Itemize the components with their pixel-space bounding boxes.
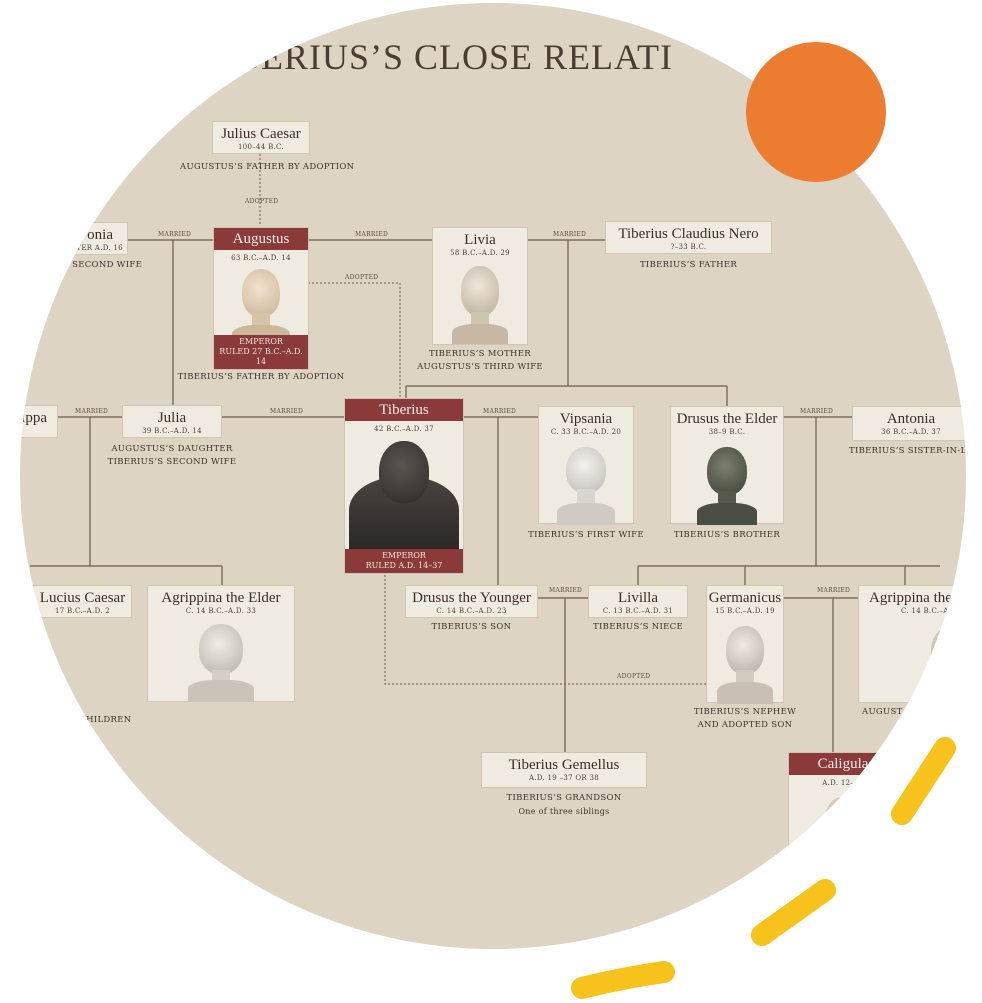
person-dates: ?–33 B.C. bbox=[670, 243, 707, 251]
person-livilla[interactable]: Livilla C. 13 B.C.–A.D. 31 bbox=[588, 585, 688, 618]
relation-label: ANDCHILDREN ibings bbox=[58, 715, 132, 738]
person-tiberius[interactable]: Tiberius 42 B.C.–A.D. 37 EMPEROR RULED A… bbox=[344, 398, 464, 574]
married-label: MARRIED bbox=[549, 587, 583, 594]
person-dates: C. 14 B.C.–A bbox=[901, 607, 949, 615]
married-label: MARRIED bbox=[270, 408, 304, 415]
person-dates: 36 B.C.–A.D. 37 bbox=[881, 428, 941, 436]
person-scribonia[interactable]: onia AFTER A.D. 16 bbox=[40, 222, 128, 255]
person-name: Livilla bbox=[618, 590, 658, 606]
connector-lines bbox=[30, 150, 940, 755]
person-augustus[interactable]: Augustus 63 B.C.–A.D. 14 EMPEROR RULED 2… bbox=[213, 227, 309, 370]
person-name: Lucius Caesar bbox=[39, 590, 126, 606]
person-dates: C. 14 B.C.–A.D. 23 bbox=[436, 607, 507, 615]
person-name: Vipsania bbox=[559, 411, 613, 427]
page-title: TIBERIUS’S CLOSE RELATI bbox=[200, 37, 673, 77]
person-drusus-the-elder[interactable]: Drusus the Elder 38–9 B.C. bbox=[670, 406, 784, 525]
person-dates: C. 33 B.C.–A.D. 20 bbox=[550, 428, 622, 436]
relation-label: TIBERIUS’S MOTHER AUGUSTUS’S THIRD WIFE bbox=[417, 349, 543, 372]
married-label: MARRIED bbox=[817, 587, 851, 594]
person-lucius-caesar[interactable]: Lucius Caesar 17 B.C.–A.D. 2 bbox=[20, 585, 132, 618]
person-dates: A.D. 12–41 bbox=[822, 779, 864, 787]
caligula-portrait bbox=[813, 793, 873, 863]
relation-label: TIBERIUS’S NIECE bbox=[593, 622, 683, 632]
person-dates: AFTER A.D. 16 bbox=[65, 244, 123, 252]
person-name: Drusus the Elder bbox=[676, 411, 778, 427]
person-tiberius-gemellus[interactable]: Tiberius Gemellus A.D. 19 –37 OR 38 bbox=[481, 752, 647, 788]
relation-label: TIBERIUS’S FATHER bbox=[639, 260, 738, 270]
person-dates: 42 B.C.–A.D. 37 bbox=[374, 425, 434, 433]
married-label: MARRIED bbox=[355, 231, 389, 238]
emperor-banner: EMPEROR RULED A.D. 14–37 bbox=[345, 549, 463, 573]
vipsania-portrait bbox=[556, 443, 616, 525]
person-dates: 100–44 B.C. bbox=[238, 143, 284, 151]
person-name: Tiberius bbox=[345, 399, 463, 421]
emperor-banner: EMPEROR RULED 27 B.C.–A.D. 14 bbox=[214, 335, 308, 369]
person-dates: C. 13 B.C.–A.D. 31 bbox=[602, 607, 674, 615]
person-agrippina-the-younger[interactable]: Agrippina the C. 14 B.C.–A bbox=[858, 585, 966, 704]
married-label: MARRIED bbox=[158, 231, 192, 238]
person-name: Antonia bbox=[886, 411, 936, 427]
person-dates: A.D. 19 –37 OR 38 bbox=[528, 774, 600, 782]
person-name: Germanicus bbox=[708, 590, 782, 606]
person-name: Agrippina the Elder bbox=[161, 590, 281, 606]
adopted-label: ADOPTED bbox=[245, 198, 279, 205]
adopted-label: ADOPTED bbox=[617, 673, 651, 680]
person-dates: 63 B.C.–A.D. 14 bbox=[231, 254, 291, 262]
relation-label: TIBERIUS’S FIRST WIFE bbox=[528, 530, 644, 540]
person-name: Agrippina the bbox=[869, 590, 952, 606]
agrippina-younger-portrait bbox=[917, 622, 966, 704]
person-dates: 38–9 B.C. bbox=[708, 428, 746, 436]
relation-label: TIBERIUS’S SON bbox=[431, 622, 512, 632]
relation-label: AUGUSTUS’S FATHER BY ADOPTION bbox=[180, 162, 355, 172]
germanicus-portrait bbox=[715, 622, 775, 704]
married-label: MARRIED bbox=[75, 408, 109, 415]
person-vipsania[interactable]: Vipsania C. 33 B.C.–A.D. 20 bbox=[538, 406, 634, 525]
person-name: Augustus bbox=[214, 228, 308, 250]
married-label: MARRIED bbox=[483, 408, 517, 415]
relation-label: ’S SECOND WIFE bbox=[60, 260, 143, 270]
relation-label: TIBERIUS’S BROTHER bbox=[673, 530, 781, 540]
married-label: MARRIED bbox=[553, 231, 587, 238]
person-germanicus[interactable]: Germanicus 15 B.C.–A.D. 19 bbox=[706, 585, 784, 704]
person-name: ippa bbox=[21, 410, 47, 426]
person-drusus-the-younger[interactable]: Drusus the Younger C. 14 B.C.–A.D. 23 bbox=[405, 585, 538, 618]
person-name: Livia bbox=[464, 232, 496, 248]
person-julius-caesar[interactable]: Julius Caesar 100–44 B.C. bbox=[212, 121, 310, 154]
relation-label: AUGUSTUS’S DAUGHTER TIBERIUS’S SECOND WI… bbox=[107, 444, 237, 467]
person-name: Tiberius Claudius Nero bbox=[618, 226, 759, 242]
person-agrippina-the-elder[interactable]: Agrippina the Elder C. 14 B.C.–A.D. 33 bbox=[147, 585, 295, 702]
person-caligula[interactable]: Caligula A.D. 12–41 bbox=[788, 752, 898, 862]
person-name: Caligula bbox=[789, 753, 897, 775]
drusus-elder-portrait bbox=[695, 443, 759, 525]
person-name: onia bbox=[87, 227, 113, 243]
relation-label: AUGUST bbox=[862, 707, 903, 717]
livia-portrait bbox=[450, 262, 510, 344]
person-dates: 15 B.C.–A.D. 19 bbox=[715, 607, 775, 615]
person-dates: 39 B.C.–A.D. 14 bbox=[142, 427, 202, 435]
relation-label: TIBERIUS’S FATHER BY ADOPTION bbox=[177, 372, 345, 382]
person-name: Drusus the Younger bbox=[412, 590, 531, 606]
married-label: MARRIED bbox=[800, 408, 834, 415]
person-agrippa[interactable]: ippa bbox=[20, 405, 58, 438]
person-julia[interactable]: Julia 39 B.C.–A.D. 14 bbox=[122, 405, 222, 438]
person-tiberius-claudius-nero[interactable]: Tiberius Claudius Nero ?–33 B.C. bbox=[605, 221, 772, 254]
agrippina-elder-portrait bbox=[186, 620, 256, 702]
orange-circle-decoration bbox=[746, 42, 886, 182]
person-name: Julius Caesar bbox=[221, 126, 301, 142]
adopted-label: ADOPTED bbox=[345, 274, 379, 281]
person-dates: 17 B.C.–A.D. 2 bbox=[54, 607, 111, 615]
person-dates: 58 B.C.–A.D. 29 bbox=[450, 249, 510, 257]
tiberius-portrait bbox=[346, 437, 462, 551]
person-name: Julia bbox=[157, 410, 187, 426]
relation-label: TIBERIUS’S GRANDSON One of three sibling… bbox=[506, 793, 622, 816]
person-livia[interactable]: Livia 58 B.C.–A.D. 29 bbox=[432, 227, 528, 345]
person-antonia[interactable]: Antonia 36 B.C.–A.D. 37 bbox=[852, 406, 966, 441]
relation-label: TIBERIUS’S SISTER-IN-LAV bbox=[849, 446, 966, 456]
person-dates: C. 14 B.C.–A.D. 33 bbox=[185, 607, 257, 615]
person-name: Tiberius Gemellus bbox=[508, 757, 620, 773]
relation-label: TIBERIUS’S NEPHEW AND ADOPTED SON bbox=[693, 707, 797, 730]
